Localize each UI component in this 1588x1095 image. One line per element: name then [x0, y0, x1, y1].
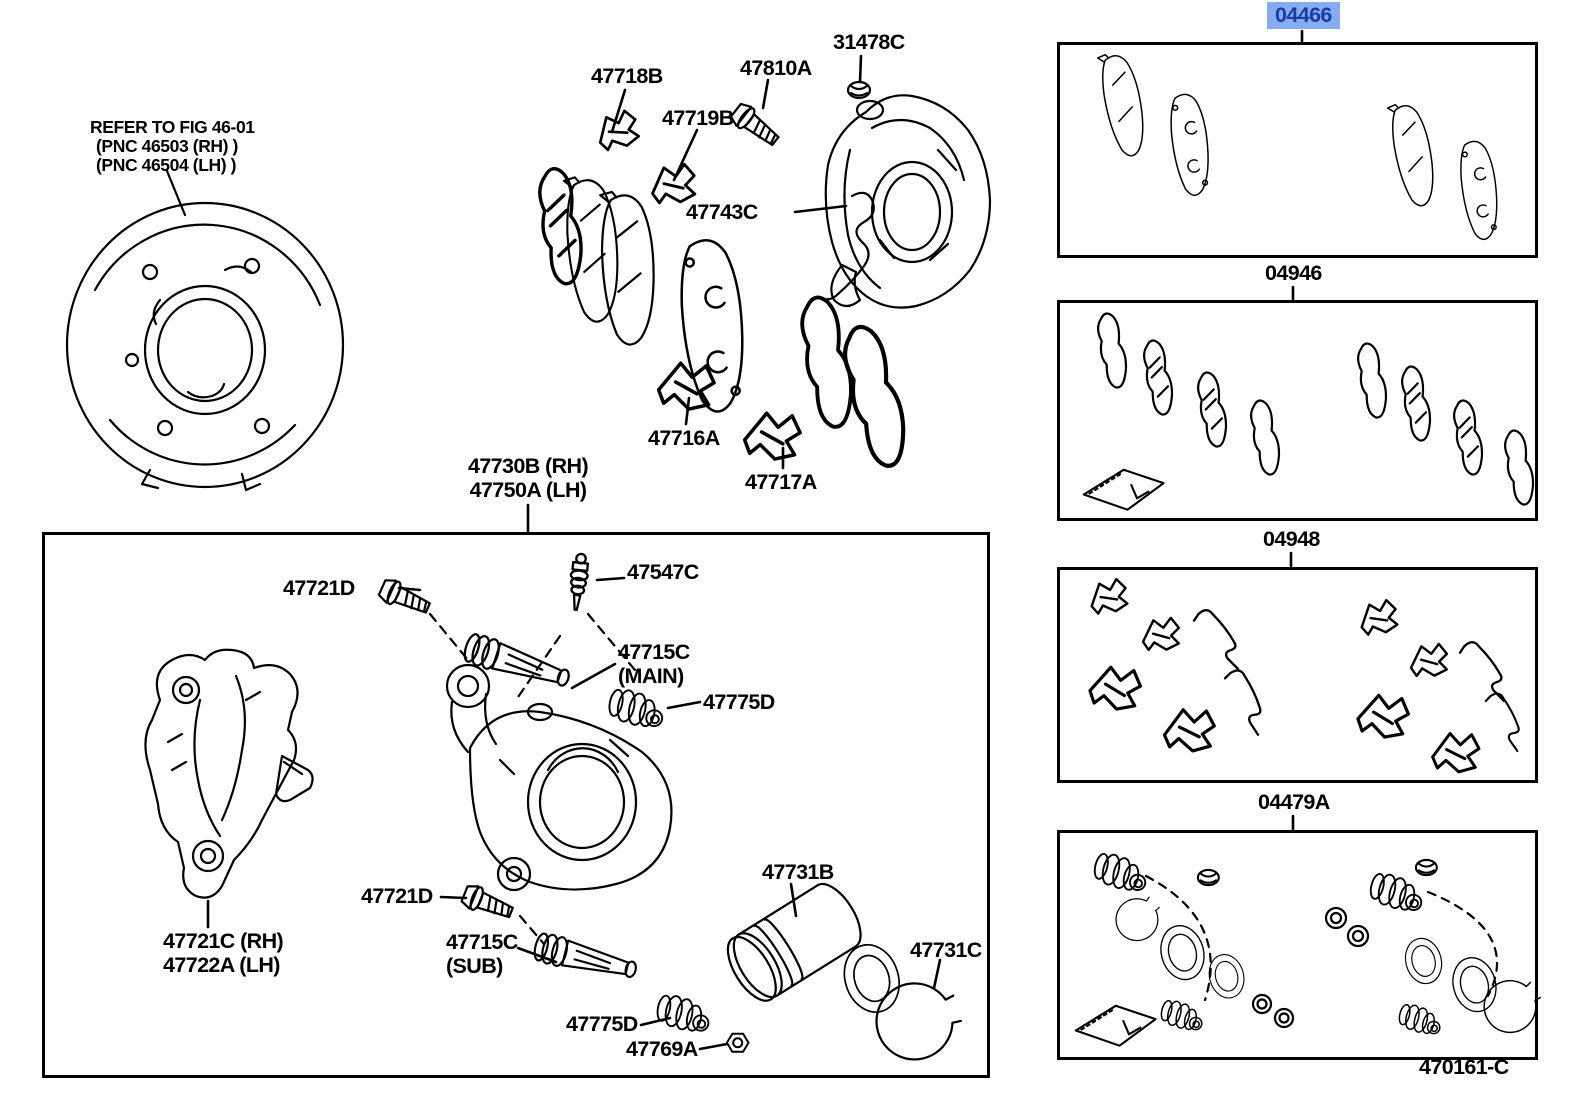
- part-label-mounting-bracket[interactable]: 47721C (RH) 47722A (LH): [163, 929, 284, 977]
- part-label-47721D-lower[interactable]: 47721D: [361, 884, 433, 908]
- part-label-47810A[interactable]: 47810A: [740, 56, 812, 80]
- part-label-47715C-sub-suffix: (SUB): [446, 954, 503, 978]
- backing-plate-drawing: [65, 169, 345, 492]
- refer-note-line3: (PNC 46504 (LH) ): [96, 155, 237, 175]
- refer-note-line1: REFER TO FIG 46-01: [90, 117, 255, 137]
- part-label-47721D-upper[interactable]: 47721D: [283, 576, 355, 600]
- cylinder-kit-drawing: [1074, 849, 1546, 1047]
- part-label-47722A[interactable]: 47722A (LH): [163, 953, 280, 977]
- part-label-47721C[interactable]: 47721C (RH): [163, 929, 284, 953]
- caliper-assembly-drawing: [144, 551, 967, 1067]
- kit-label-pad-kit-wrap: 04466: [1267, 2, 1340, 29]
- part-label-47715C-main-suffix: (MAIN): [618, 664, 684, 688]
- part-label-47547C[interactable]: 47547C: [627, 560, 699, 584]
- part-label-31478C[interactable]: 31478C: [833, 30, 905, 54]
- kit-label-cylinder-kit[interactable]: 04479A: [1258, 790, 1330, 814]
- part-label-47718B[interactable]: 47718B: [591, 64, 663, 88]
- part-label-caliper-assembly[interactable]: 47730B (RH) 47750A (LH): [443, 454, 613, 502]
- part-label-47715C-sub-number[interactable]: 47715C: [446, 930, 518, 954]
- part-label-47775D-upper[interactable]: 47775D: [703, 690, 775, 714]
- refer-note-line2: (PNC 46503 (RH) ): [96, 136, 238, 156]
- figure-code: 470161-C: [1419, 1055, 1509, 1079]
- kit-box-04479A: [1057, 830, 1538, 1060]
- part-label-47730B[interactable]: 47730B (RH): [467, 454, 589, 478]
- refer-note: REFER TO FIG 46-01 (PNC 46503 (RH) ) (PN…: [90, 118, 255, 175]
- part-label-47717A[interactable]: 47717A: [745, 470, 817, 494]
- part-label-47719B[interactable]: 47719B: [662, 106, 734, 130]
- part-label-47775D-lower[interactable]: 47775D: [566, 1012, 638, 1036]
- kit-box-04466: [1057, 42, 1538, 258]
- part-label-47743C[interactable]: 47743C: [686, 200, 758, 224]
- kit-label-pad-kit[interactable]: 04466: [1267, 2, 1340, 29]
- kit-box-04948: [1057, 567, 1538, 783]
- pad-explosion-drawing: [531, 80, 992, 470]
- kit-box-04946: [1057, 300, 1538, 521]
- part-label-47731B[interactable]: 47731B: [762, 860, 834, 884]
- kit-label-fitting-kit[interactable]: 04948: [1263, 527, 1320, 551]
- part-label-47715C-main-number[interactable]: 47715C: [618, 640, 690, 664]
- part-label-47731C[interactable]: 47731C: [910, 938, 982, 962]
- kit-label-shim-kit[interactable]: 04946: [1265, 261, 1322, 285]
- part-label-47715C-main[interactable]: 47715C (MAIN): [618, 640, 690, 688]
- part-label-47769A[interactable]: 47769A: [626, 1037, 698, 1061]
- part-label-47715C-sub[interactable]: 47715C (SUB): [446, 930, 518, 978]
- main-assembly-box: [42, 532, 990, 1078]
- part-label-47716A[interactable]: 47716A: [648, 426, 720, 450]
- part-label-47750A[interactable]: 47750A (LH): [469, 478, 587, 502]
